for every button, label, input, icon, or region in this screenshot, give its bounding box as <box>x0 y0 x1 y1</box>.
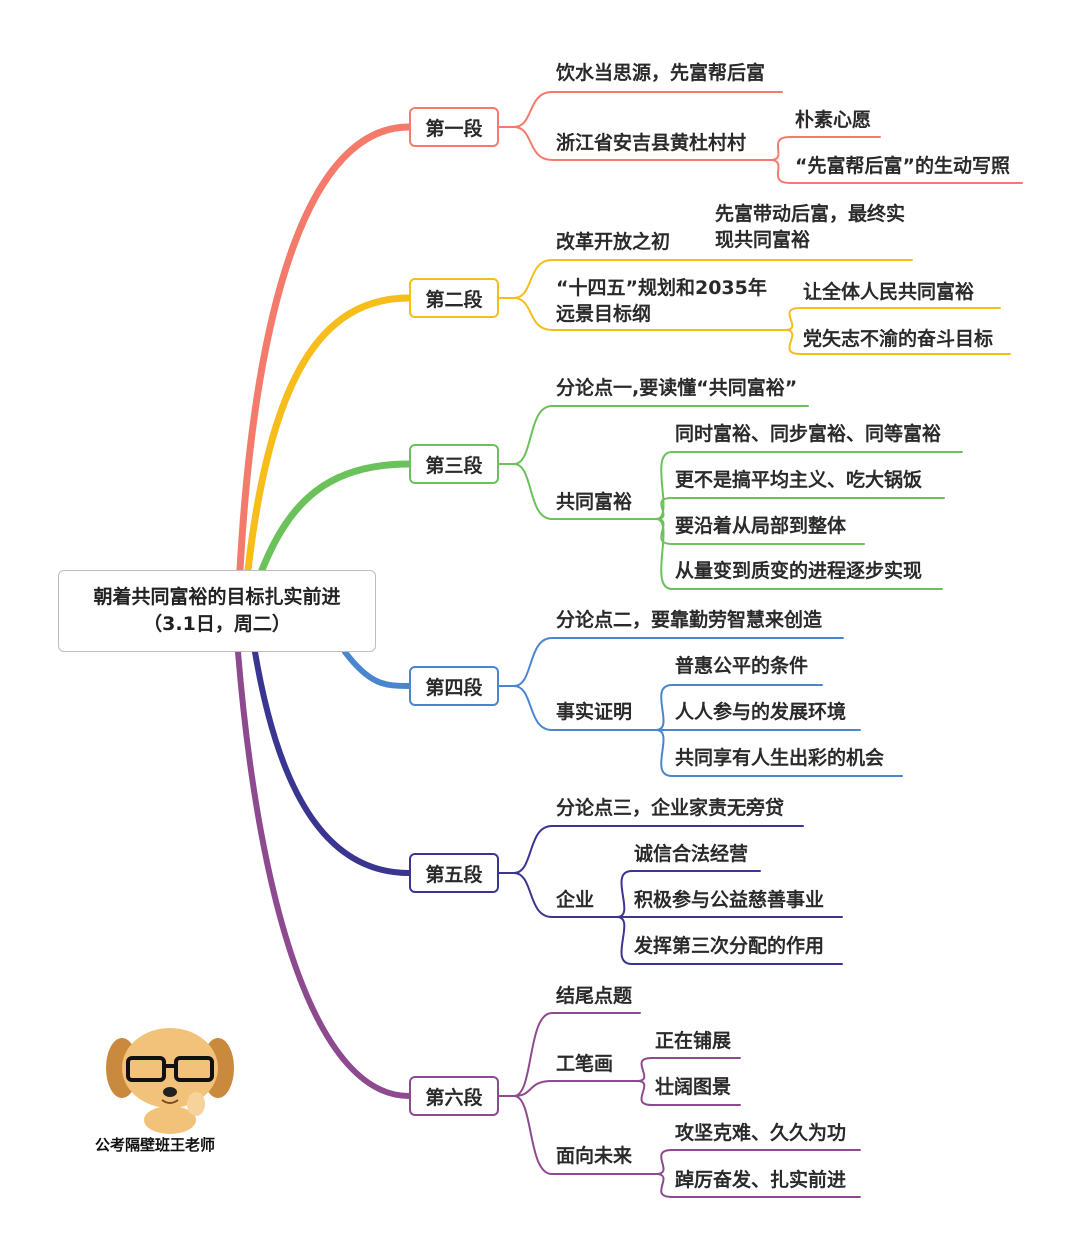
root-topic-label: 朝着共同富裕的目标扎实前进（3.1日，周二） <box>93 586 341 635</box>
topic: 企业 <box>556 889 595 911</box>
topic: 分论点一,要读懂“共同富裕” <box>556 377 798 399</box>
subtopic: 踔厉奋发、扎实前进 <box>675 1169 847 1191</box>
topic: 分论点二，要靠勤劳智慧来创造 <box>556 609 823 631</box>
connector-line <box>513 463 657 520</box>
section-label: 第四段 <box>425 676 483 699</box>
topic: 面向未来 <box>556 1145 633 1167</box>
section-node-2: 第二段 <box>409 278 499 318</box>
section-node-3: 第三段 <box>409 444 499 484</box>
connector-line <box>513 1012 641 1097</box>
section-label: 第五段 <box>425 863 483 886</box>
topic: 浙江省安吉县黄杜村村 <box>556 132 747 154</box>
topic: 分论点三，企业家责无旁贷 <box>556 797 785 819</box>
topic: 饮水当思源，先富帮后富 <box>556 62 766 84</box>
subtopic: 发挥第三次分配的作用 <box>634 935 825 957</box>
connector-line <box>655 497 945 520</box>
connector-line <box>513 405 809 465</box>
connector-line <box>244 294 413 574</box>
section-label: 第一段 <box>425 117 483 140</box>
connector-line <box>236 123 413 574</box>
connector-line <box>655 1149 861 1175</box>
connector-line <box>342 649 412 689</box>
connector-line <box>655 451 963 520</box>
subtopic: 积极参与公益慈善事业 <box>634 889 825 911</box>
section-label: 第六段 <box>425 1086 483 1109</box>
subtopic: 共同享有人生出彩的机会 <box>675 747 885 769</box>
topic: 结尾点题 <box>556 985 633 1007</box>
subtopic: 更不是搞平均主义、吃大锅饭 <box>675 469 923 491</box>
subtopic: 正在铺展 <box>655 1030 732 1052</box>
subtopic: 让全体人民共同富裕 <box>803 281 975 303</box>
section-node-5: 第五段 <box>409 853 499 893</box>
connector-line <box>513 259 913 299</box>
subtopic: 朴素心愿 <box>795 109 872 131</box>
watermark-caption: 公考隔壁班王老师 <box>95 1136 216 1154</box>
connector-line <box>513 91 783 128</box>
subtopic: 从量变到质变的进程逐步实现 <box>675 560 923 582</box>
connector-line <box>513 685 657 731</box>
connector-line <box>784 329 1011 355</box>
connector-line <box>655 1173 861 1198</box>
connector-line <box>252 649 412 876</box>
dog-mascot-icon <box>106 1028 234 1134</box>
subtopic: 人人参与的发展环境 <box>675 701 847 723</box>
subtopic: 要沿着从局部到整体 <box>675 515 847 537</box>
topic: 工笔画 <box>556 1053 614 1075</box>
connector-line <box>235 649 412 1099</box>
root-topic: 朝着共同富裕的目标扎实前进（3.1日，周二） <box>58 570 376 652</box>
section-node-6: 第六段 <box>409 1076 499 1116</box>
subtopic: 壮阔图景 <box>655 1076 732 1098</box>
connector-line <box>513 297 786 331</box>
connector-line <box>769 159 1023 184</box>
subtopic: 先富带动后富，最终实现共同富裕 <box>715 203 906 251</box>
section-node-1: 第一段 <box>409 107 499 147</box>
section-node-4: 第四段 <box>409 666 499 706</box>
connector-line <box>655 518 943 590</box>
subtopic: 诚信合法经营 <box>634 843 749 865</box>
connector-line <box>655 684 823 731</box>
connector-line <box>636 1057 741 1082</box>
connector-line <box>513 1080 638 1097</box>
connector-line <box>616 916 843 965</box>
connector-line <box>636 1080 741 1106</box>
subtopic: 同时富裕、同步富裕、同等富裕 <box>675 423 942 445</box>
connector-line <box>784 307 1001 331</box>
connector-line <box>513 637 844 687</box>
section-label: 第二段 <box>425 288 483 311</box>
subtopic: 攻坚克难、久久为功 <box>675 1122 847 1144</box>
subtopic: 党矢志不渝的奋斗目标 <box>803 328 994 350</box>
subtopic: “先富帮后富”的生动写照 <box>795 155 1010 177</box>
connector-line <box>513 126 771 161</box>
connector-line <box>769 136 881 161</box>
connector-line <box>513 1095 657 1175</box>
topic: “十四五”规划和2035年远景目标纲 <box>556 277 767 325</box>
topic: 事实证明 <box>556 701 633 723</box>
topic: 改革开放之初 <box>556 231 671 253</box>
connector-line <box>655 729 903 777</box>
connector-line <box>616 870 761 918</box>
topic: 共同富裕 <box>556 491 633 513</box>
connector-line <box>258 460 413 574</box>
connector-line <box>513 825 804 874</box>
section-label: 第三段 <box>425 454 483 477</box>
connector-line <box>513 872 618 918</box>
subtopic: 普惠公平的条件 <box>675 655 809 677</box>
